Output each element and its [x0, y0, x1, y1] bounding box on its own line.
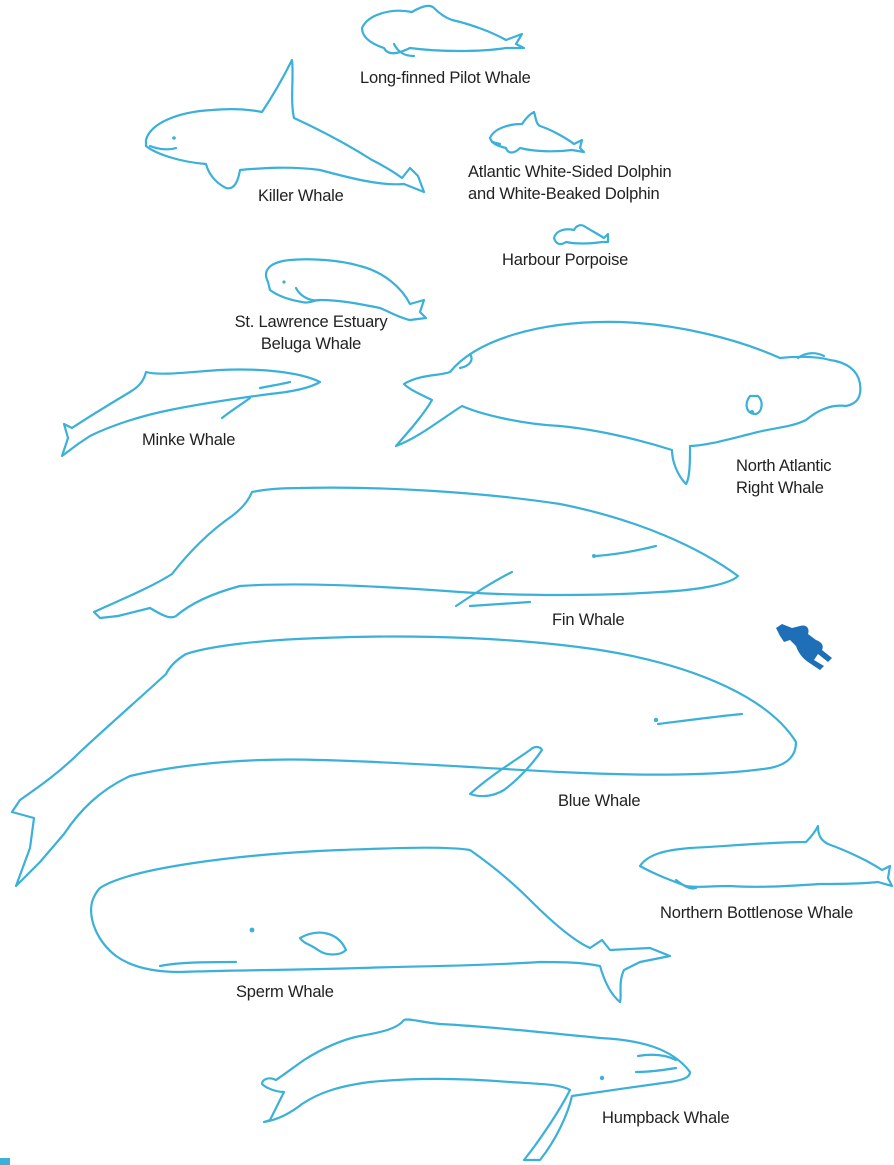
white-sided-dolphin-drawing	[490, 112, 584, 153]
sperm-whale-drawing	[91, 848, 670, 1002]
label-white-sided-dolphin-line2: and White-Beaked Dolphin	[468, 182, 659, 206]
label-sperm-whale: Sperm Whale	[236, 980, 334, 1004]
harbour-porpoise-drawing	[554, 225, 608, 244]
label-right-whale-line2: Right Whale	[736, 476, 824, 500]
label-fin-whale: Fin Whale	[552, 608, 624, 632]
label-blue-whale: Blue Whale	[558, 789, 640, 813]
label-right-whale-line1: North Atlantic	[736, 454, 831, 478]
label-harbour-porpoise: Harbour Porpoise	[502, 248, 628, 272]
label-bottlenose-whale: Northern Bottlenose Whale	[660, 901, 853, 925]
label-minke-whale: Minke Whale	[142, 428, 235, 452]
scuba-diver-icon	[776, 624, 832, 670]
humpback-whale-drawing	[262, 1019, 690, 1160]
bottlenose-whale-drawing	[640, 826, 892, 889]
fin-whale-drawing	[94, 488, 738, 618]
pilot-whale-drawing	[362, 6, 524, 56]
corner-mark	[0, 1158, 10, 1165]
label-killer-whale: Killer Whale	[258, 184, 344, 208]
label-beluga-line2: Beluga Whale	[224, 332, 398, 356]
label-beluga-line1: St. Lawrence Estuary	[224, 310, 398, 334]
label-white-sided-dolphin-line1: Atlantic White-Sided Dolphin	[468, 160, 672, 184]
label-pilot-whale: Long-finned Pilot Whale	[360, 66, 531, 90]
label-humpback-whale: Humpback Whale	[602, 1106, 729, 1130]
